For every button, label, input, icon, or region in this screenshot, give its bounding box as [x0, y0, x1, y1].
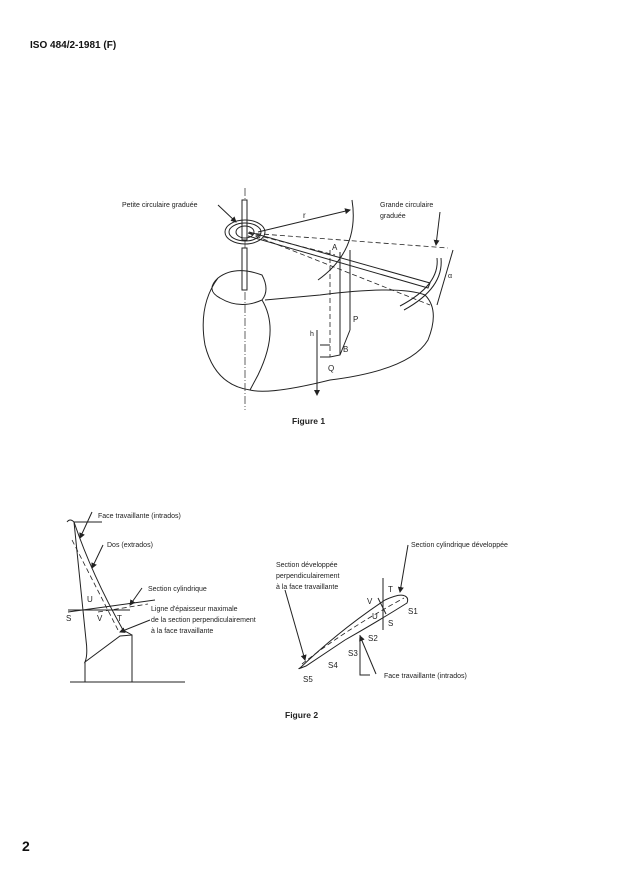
label-Q: Q — [328, 364, 334, 373]
label-alpha: α — [448, 273, 452, 280]
figure-2-right-drawing — [284, 544, 409, 676]
label-perp-2: perpendiculairement — [276, 573, 339, 580]
label-h: h — [310, 331, 314, 338]
label-ligne-2: de la section perpendiculairement — [151, 617, 256, 624]
label-U-left: U — [87, 595, 93, 604]
figure-2-left-drawing — [66, 511, 185, 683]
label-P: P — [353, 315, 358, 324]
label-S2: S2 — [368, 634, 378, 643]
label-section-cylindrique: Section cylindrique — [148, 586, 207, 593]
page-number: 2 — [22, 838, 30, 854]
label-T-right: T — [388, 585, 393, 594]
label-face-travaillante-left: Face travaillante (intrados) — [98, 513, 181, 520]
label-S5: S5 — [303, 675, 313, 684]
label-petite-circulaire: Petite circulaire graduée — [122, 202, 198, 209]
label-grande-circulaire-1: Grande circulaire — [380, 202, 433, 209]
label-V-right: V — [367, 597, 373, 606]
label-section-cylindrique-developpee: Section cylindrique développée — [411, 542, 508, 549]
figure-2-caption: Figure 2 — [285, 710, 318, 720]
label-r: r — [303, 211, 306, 220]
label-B: B — [343, 345, 348, 354]
label-S-right: S — [388, 619, 393, 628]
label-ligne-1: Ligne d'épaisseur maximale — [151, 606, 238, 613]
label-S4: S4 — [328, 661, 338, 670]
label-ligne-3: à la face travaillante — [151, 628, 213, 635]
label-T-left: T — [117, 614, 122, 623]
label-S3: S3 — [348, 649, 358, 658]
label-perp-1: Section développée — [276, 562, 338, 569]
label-S-left: S — [66, 614, 71, 623]
label-V-left: V — [97, 614, 103, 623]
figure-1-drawing — [202, 188, 454, 410]
document-header: ISO 484/2-1981 (F) — [30, 40, 117, 51]
label-A: A — [332, 243, 338, 252]
label-S1: S1 — [408, 607, 418, 616]
label-grande-circulaire-2: graduée — [380, 213, 406, 220]
label-U-right: U — [372, 612, 378, 621]
label-perp-3: à la face travaillante — [276, 584, 338, 591]
figure-1-caption: Figure 1 — [292, 416, 325, 426]
label-dos: Dos (extrados) — [107, 542, 153, 549]
label-face-travaillante-right: Face travaillante (intrados) — [384, 673, 467, 680]
